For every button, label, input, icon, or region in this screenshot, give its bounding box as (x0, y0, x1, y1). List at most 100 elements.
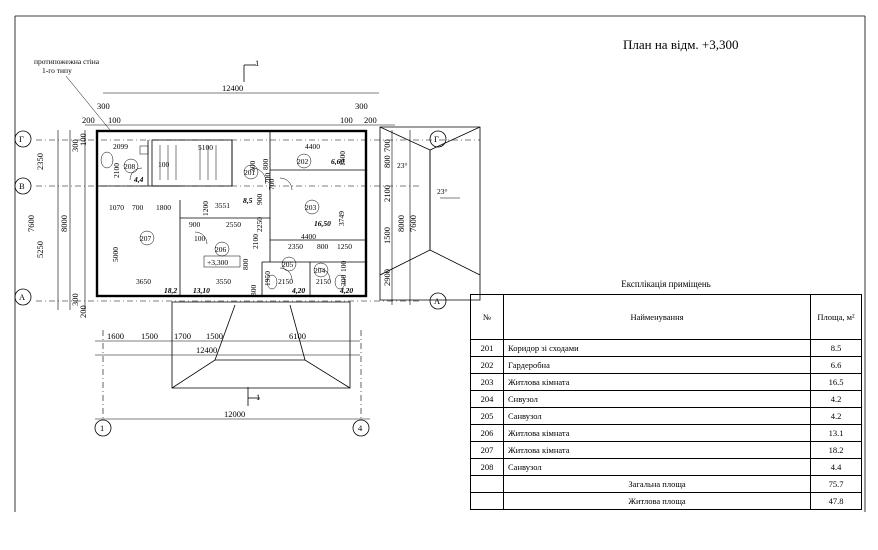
section-mark-bottom-label: 1 (256, 392, 260, 402)
row-name: Снвузол (503, 390, 811, 408)
sink-208 (139, 145, 149, 155)
axis-label-1: 1 (100, 423, 104, 433)
roof-ridge-bottom (171, 359, 351, 389)
axis-bubble-a-right (429, 292, 447, 310)
dim-i-1950: 1950 (263, 271, 272, 286)
table-row: 208 Санвузол 4.4 (470, 458, 862, 476)
table-row: 201 Коридор зі сходами 8.5 (470, 339, 862, 357)
dim-i-1200: 1200 (201, 201, 210, 216)
dim-left-300: 300 (70, 139, 80, 152)
dim-i-100a: 100 (158, 160, 170, 169)
room-area-202: 6,60 (331, 157, 344, 166)
dim-bottom-1500: 1500 (141, 331, 158, 341)
dim-i-700c: 700 (132, 203, 144, 212)
section-mark-top-label: 1 (255, 58, 259, 68)
row-no: 204 (470, 390, 504, 408)
dim-bottom-total-1: 12400 (196, 345, 217, 355)
dim-i-300c: 300 (339, 275, 348, 287)
axis-label-g: Г (19, 134, 24, 144)
row-name: Житлова кімната (503, 441, 811, 459)
door-205 (279, 267, 293, 281)
dim-i-2100b: 2100 (251, 234, 260, 249)
dim-right-7600: 7600 (408, 215, 418, 232)
total-area-value: 75.7 (810, 475, 862, 493)
dim-i-2099: 2099 (113, 142, 128, 151)
living-area-row: Житлова площа 47.8 (470, 492, 862, 510)
row-name: Санвузол (503, 407, 811, 425)
dim-i-900b: 900 (189, 220, 201, 229)
dim-right-800: 800 (382, 155, 392, 168)
row-area: 4.4 (810, 458, 862, 476)
level-mark: +3,300 (207, 258, 228, 267)
dim-left-5250: 5250 (35, 241, 45, 258)
row-area: 13.1 (810, 424, 862, 442)
plan-title: План на відм. +3,300 (623, 37, 739, 52)
row-name: Гардеробна (503, 356, 811, 374)
row-area: 4.2 (810, 390, 862, 408)
dim-i-2100: 2100 (112, 163, 121, 178)
dim-right-2100: 2100 (382, 185, 392, 202)
dim-i-3650: 3650 (136, 277, 151, 286)
dim-right-1500: 1500 (382, 227, 392, 244)
room-number-203: 203 (305, 203, 317, 212)
dim-left-7600: 7600 (26, 215, 36, 232)
dim-top-200b: 200 (364, 115, 377, 125)
roof-ridge-right (429, 126, 481, 276)
axis-bubble-a (14, 288, 32, 306)
axis-bubble-4 (352, 419, 370, 437)
room-tag-203 (304, 199, 320, 215)
col-header-no: № (470, 294, 504, 340)
roof-slope-label: 23° (437, 187, 448, 196)
dim-i-4400b: 4400 (301, 232, 316, 241)
dim-i-5000: 5000 (111, 247, 120, 262)
explication-table: № Найменування Площа, м² 201 Коридор зі … (470, 294, 862, 510)
dim-i-2550: 2550 (226, 220, 241, 229)
dim-top-300b: 300 (355, 101, 368, 111)
table-row: 204 Снвузол 4.2 (470, 390, 862, 408)
explication-header-row: № Найменування Площа, м² (470, 294, 862, 340)
wall-note-line2: 1-го типу (42, 66, 72, 75)
living-empty-cell (470, 492, 504, 510)
dim-i-800b: 800 (317, 242, 329, 251)
dim-left-300b: 300 (70, 293, 80, 306)
axis-bubble-g-right (429, 130, 447, 148)
wall-note-line1: протипожежна стіна (34, 57, 100, 66)
row-no: 206 (470, 424, 504, 442)
row-no: 203 (470, 373, 504, 391)
row-no: 201 (470, 339, 504, 357)
door-206 (194, 231, 208, 245)
dim-i-900: 900 (255, 194, 264, 206)
row-name: Санвузол (503, 458, 811, 476)
dim-bottom-1500b: 1500 (206, 331, 223, 341)
door-203 (279, 177, 293, 191)
room-area-203: 16,50 (314, 219, 331, 228)
door-204 (317, 267, 331, 281)
toilet-205 (266, 274, 278, 290)
wall-note-leader (65, 75, 111, 131)
room-tag-204 (313, 262, 329, 278)
dim-top-300: 300 (97, 101, 110, 111)
axis-label-v: В (19, 181, 25, 191)
row-no: 207 (470, 441, 504, 459)
dim-bottom-1700: 1700 (174, 331, 191, 341)
dim-bottom-1600: 1600 (107, 331, 124, 341)
roof-slope-label-2: 23° (397, 161, 408, 170)
dim-right-8000: 8000 (396, 215, 406, 232)
room-number-205: 205 (282, 260, 294, 269)
room-tag-202 (296, 153, 312, 169)
room-area-201: 8,5 (243, 196, 253, 205)
row-no: 205 (470, 407, 504, 425)
room-tag-208 (123, 158, 139, 174)
dim-i-1500: 1500 (338, 151, 347, 166)
row-name: Коридор зі сходами (503, 339, 811, 357)
dim-i-2150: 2150 (278, 277, 293, 286)
dim-i-700b: 700 (267, 179, 276, 191)
dim-top-200: 200 (82, 115, 95, 125)
room-number-206: 206 (215, 245, 227, 254)
table-row: 205 Санвузол 4.2 (470, 407, 862, 425)
room-tag-205 (281, 256, 297, 272)
room-area-207: 18,2 (164, 286, 177, 295)
axis-bubble-g (14, 130, 32, 148)
room-tag-201 (243, 164, 259, 180)
